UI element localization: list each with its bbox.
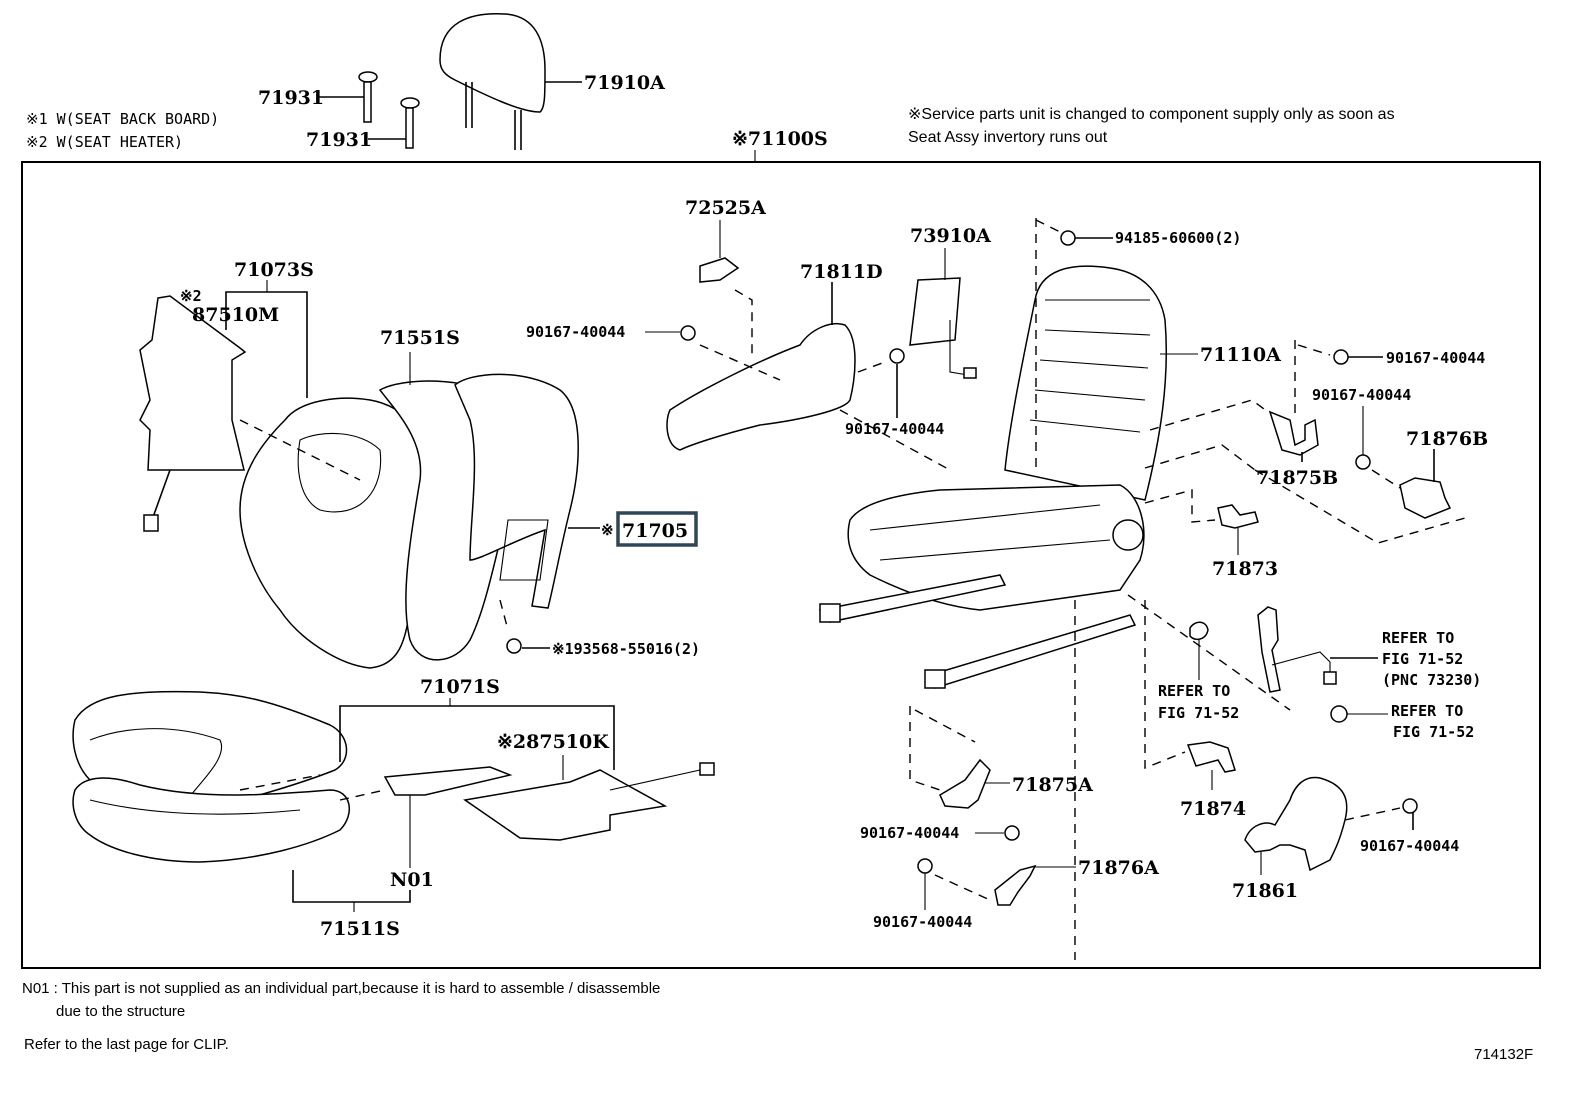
- headrest-group: 71910A 71931 71931: [258, 13, 665, 151]
- service-note: ※Service parts unit is changed to compon…: [908, 106, 1395, 146]
- part-label-71861[interactable]: 71861: [1232, 880, 1298, 902]
- seat-cushion-pad-71511S[interactable]: [72, 777, 350, 863]
- cover-71876B[interactable]: [1399, 477, 1452, 519]
- part-label-71876B[interactable]: 71876B: [1406, 428, 1488, 450]
- part-label-90167-40044-e[interactable]: 90167-40044: [860, 824, 959, 842]
- headrest-support-icon: [358, 71, 378, 83]
- anchor-icon: [1189, 621, 1209, 641]
- refer-nut-line2[interactable]: FIG 71-52: [1393, 723, 1474, 741]
- refer-anchor-line2[interactable]: FIG 71-52: [1158, 704, 1239, 722]
- part-label-87510K[interactable]: ※287510K: [497, 731, 610, 753]
- screw-icon: [1402, 798, 1418, 814]
- part-label-71931-b[interactable]: 71931: [306, 129, 372, 151]
- screw-icon: [1333, 349, 1349, 365]
- bracket-71874[interactable]: [1186, 741, 1236, 773]
- part-label-73910A[interactable]: 73910A: [910, 225, 991, 247]
- refer-buckle-line2[interactable]: FIG 71-52: [1382, 650, 1463, 668]
- cover-71861[interactable]: [1244, 776, 1348, 872]
- headrest-support-icon: [400, 97, 420, 109]
- part-label-71875A[interactable]: 71875A: [1012, 774, 1093, 796]
- part-label-71875B[interactable]: 71875B: [1256, 467, 1338, 489]
- legend: ※1 W(SEAT BACK BOARD) ※2 W(SEAT HEATER): [26, 110, 219, 151]
- part-label-71551S[interactable]: 71551S: [380, 327, 460, 349]
- screw-icon: [1004, 825, 1020, 841]
- part-label-94185-60600[interactable]: 94185-60600(2): [1115, 229, 1241, 247]
- part-label-71110A[interactable]: 71110A: [1200, 344, 1281, 366]
- part-label-90167-40044-d[interactable]: 90167-40044: [1312, 386, 1411, 404]
- bracket-71873[interactable]: [1217, 504, 1259, 529]
- seat-frame-71110A[interactable]: [818, 265, 1168, 689]
- recliner-cover-icon: [699, 257, 740, 283]
- part-label-90167-40044-b[interactable]: 90167-40044: [845, 420, 944, 438]
- heater-pad-87510M[interactable]: [139, 295, 247, 471]
- screw-icon: [917, 858, 933, 874]
- footer-notes: N01 : This part is not supplied as an in…: [22, 980, 1533, 1063]
- refer-buckle-line3[interactable]: (PNC 73230): [1382, 671, 1481, 689]
- nut-icon: [1330, 705, 1348, 723]
- seatback-board-71705[interactable]: [454, 373, 579, 609]
- n01-note-cont: due to the structure: [56, 1003, 185, 1020]
- heater-pad-87510K[interactable]: [463, 769, 668, 841]
- part-label-71931-a[interactable]: 71931: [258, 87, 324, 109]
- seat-heater-back: ※2 87510M 71073S: [139, 259, 314, 532]
- part-label-90167-40044-a[interactable]: 90167-40044: [526, 323, 625, 341]
- headrest-71910A[interactable]: [439, 13, 546, 113]
- part-label-71073S[interactable]: 71073S: [234, 259, 314, 281]
- bracket-71875A[interactable]: [939, 758, 991, 809]
- screw-icon: [889, 348, 905, 364]
- part-label-71071S[interactable]: 71071S: [420, 676, 500, 698]
- screw-icon: [680, 325, 696, 341]
- part-mark-71705: ※: [601, 521, 614, 539]
- n01-note: N01 : This part is not supplied as an in…: [22, 980, 660, 997]
- seatbelt-buckle-icon: [1257, 606, 1281, 693]
- part-label-71511S[interactable]: 71511S: [320, 918, 400, 940]
- refer-nut-line1[interactable]: REFER TO: [1391, 702, 1463, 720]
- part-label-90167-40044-c[interactable]: 90167-40044: [1386, 349, 1485, 367]
- assembly-frame: [21, 161, 1541, 969]
- part-mark-87510M: ※2: [180, 287, 202, 305]
- part-label-87510M[interactable]: 87510M: [192, 304, 279, 326]
- refer-anchor-line1[interactable]: REFER TO: [1158, 682, 1230, 700]
- assembly-label-71100S[interactable]: ※71100S: [732, 128, 828, 150]
- screw-icon: [1355, 454, 1371, 470]
- seatback-cover-71073S[interactable]: [239, 397, 434, 669]
- clip-note: Refer to the last page for CLIP.: [24, 1036, 229, 1053]
- part-label-93568-55016[interactable]: ※193568-55016(2): [552, 640, 700, 658]
- service-note-line1: ※Service parts unit is changed to compon…: [908, 106, 1395, 123]
- refer-buckle-line1[interactable]: REFER TO: [1382, 629, 1454, 647]
- part-N01[interactable]: [383, 766, 513, 796]
- nut-icon: [1060, 230, 1076, 246]
- part-label-71910A[interactable]: 71910A: [584, 72, 665, 94]
- part-label-71874[interactable]: 71874: [1180, 798, 1246, 820]
- clip-icon: [506, 638, 522, 654]
- legend-item-2: ※2 W(SEAT HEATER): [26, 133, 183, 151]
- part-label-90167-40044-f[interactable]: 90167-40044: [873, 913, 972, 931]
- part-label-71811D[interactable]: 71811D: [800, 261, 883, 283]
- figure-id: 714132F: [1474, 1046, 1533, 1063]
- highlight-71705: [616, 511, 698, 547]
- part-label-71876A[interactable]: 71876A: [1078, 857, 1159, 879]
- part-label-90167-40044-g[interactable]: 90167-40044: [1360, 837, 1459, 855]
- side-shield-71811D[interactable]: [666, 323, 856, 451]
- part-label-71873[interactable]: 71873: [1212, 558, 1278, 580]
- airbag-module-73910A[interactable]: [909, 277, 961, 346]
- part-label-71705[interactable]: 71705: [622, 520, 688, 542]
- part-label-72525A[interactable]: 72525A: [685, 197, 766, 219]
- bracket-71876A[interactable]: [994, 864, 1037, 906]
- legend-item-1: ※1 W(SEAT BACK BOARD): [26, 110, 219, 128]
- bracket-71875B[interactable]: [1268, 410, 1319, 456]
- part-label-N01[interactable]: N01: [390, 869, 434, 891]
- service-note-line2: Seat Assy invertory runs out: [908, 129, 1108, 146]
